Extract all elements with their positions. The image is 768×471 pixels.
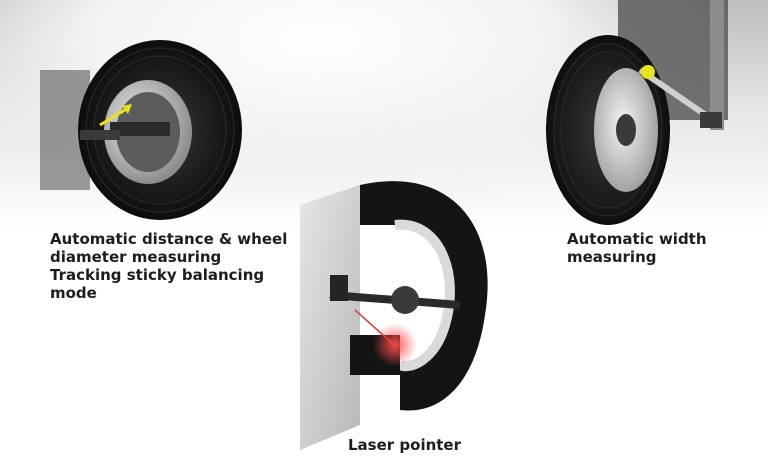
right-wheel-image xyxy=(546,0,728,225)
caption-line: diameter measuring xyxy=(50,248,222,266)
caption-line: Automatic width xyxy=(567,230,707,248)
caption-line: Tracking sticky balancing xyxy=(50,266,265,284)
cutaway-wheel-image xyxy=(300,181,488,450)
arrow-icon xyxy=(99,104,132,127)
feature-caption-width: Automatic width measuring xyxy=(567,230,707,266)
caption-line: Automatic distance & wheel xyxy=(50,230,288,248)
caption-line: measuring xyxy=(567,248,657,266)
caption-line: Laser pointer xyxy=(348,436,462,454)
caption-line: mode xyxy=(50,284,97,302)
left-wheel-image xyxy=(40,40,242,220)
feature-caption-laser-pointer: Laser pointer xyxy=(348,436,461,454)
feature-caption-distance-diameter: Automatic distance & wheel diameter meas… xyxy=(50,230,287,302)
